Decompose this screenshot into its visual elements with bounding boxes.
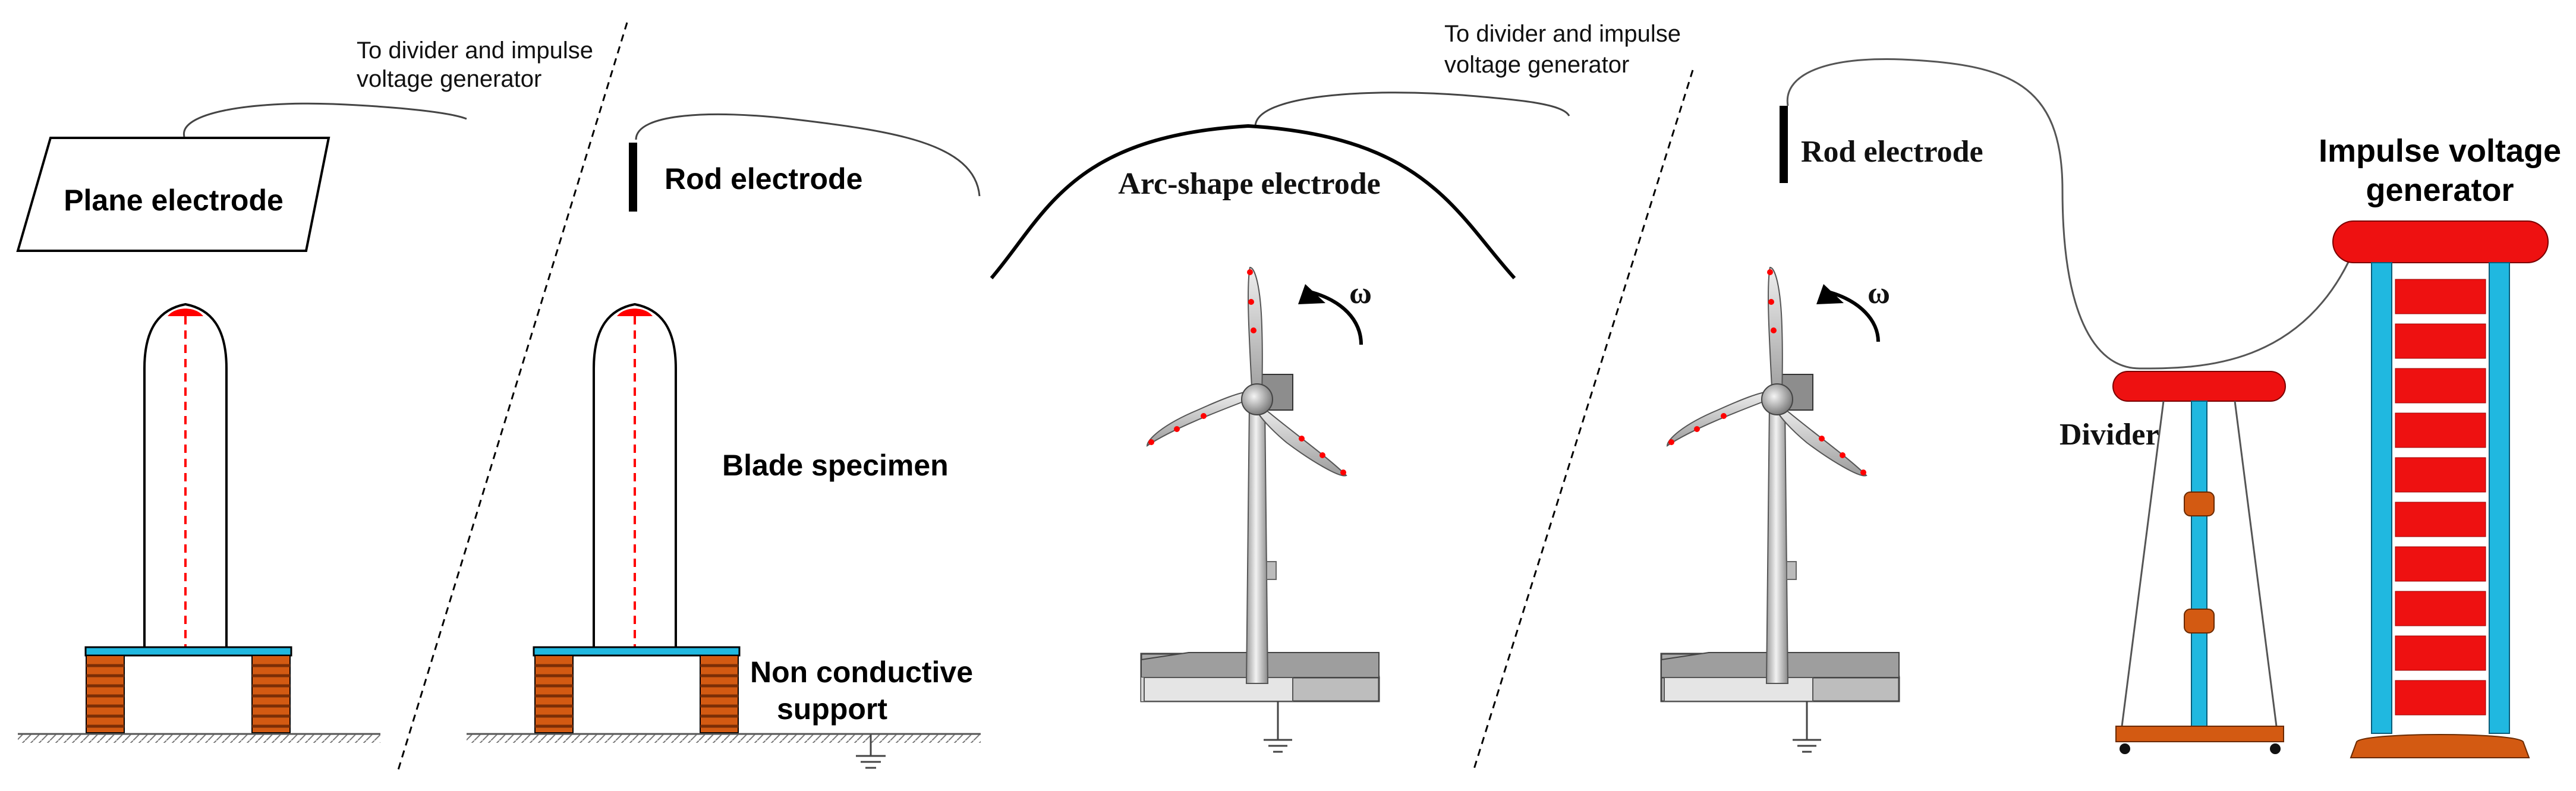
blade-specimen xyxy=(143,302,228,650)
rod-electrode xyxy=(1780,106,1788,183)
impulse-voltage-generator xyxy=(2332,220,2549,758)
rod-electrode-label: Rod electrode xyxy=(665,162,862,196)
rod-electrode-label: Rod electrode xyxy=(1801,135,1983,169)
omega-label: ω xyxy=(1868,276,1890,310)
wind-turbine-icon xyxy=(1140,266,1380,702)
ground-symbol-icon xyxy=(1264,701,1292,753)
generator-base xyxy=(2350,734,2530,758)
rotation-arrow-icon xyxy=(1298,284,1363,345)
omega-label: ω xyxy=(1349,276,1372,310)
blade-specimen-label: Blade specimen xyxy=(722,449,949,482)
panel-arc-electrode-turbine: Arc-shape electrode ω xyxy=(990,92,1570,753)
support-platform xyxy=(84,646,292,657)
receptor-tip xyxy=(168,308,203,316)
plane-electrode xyxy=(16,137,330,252)
ground-plane xyxy=(467,733,981,743)
generator-connection-label-line1: To divider and impulse xyxy=(357,37,593,64)
non-conductive-support-label-line2: support xyxy=(777,692,887,726)
generator-capacitor-stages xyxy=(2395,279,2486,716)
lead-wire xyxy=(1254,92,1570,127)
divider-label: Divider xyxy=(2059,418,2159,452)
lead-wire xyxy=(635,113,981,197)
divider-top-electrode xyxy=(2112,371,2286,402)
divider-base xyxy=(2115,726,2284,742)
connection-wire xyxy=(1786,58,2358,370)
non-conductive-support-label-line1: Non conductive xyxy=(750,656,973,689)
rotation-arrow-icon xyxy=(1816,284,1880,342)
panel-separator xyxy=(396,22,628,774)
divider-column xyxy=(2191,401,2207,729)
wind-turbine-icon xyxy=(1660,266,1900,702)
insulator-left xyxy=(86,655,125,733)
insulator-left xyxy=(534,655,574,733)
generator-column-right xyxy=(2489,262,2510,734)
receptor-tip xyxy=(617,308,653,316)
plane-electrode-label: Plane electrode xyxy=(64,184,284,217)
panel-rod-turbine-generator: Rod electrode ω xyxy=(1660,58,2561,758)
support-platform xyxy=(533,646,741,657)
generator-column-left xyxy=(2371,262,2392,734)
insulator-right xyxy=(700,655,739,733)
voltage-divider xyxy=(2112,371,2286,754)
rod-electrode xyxy=(629,143,637,212)
arc-shape-electrode xyxy=(990,124,1516,280)
panel-plane-electrode: To divider and impulse voltage generator… xyxy=(16,37,593,743)
generator-connection-label-line2: voltage generator xyxy=(357,66,541,92)
generator-top-electrode xyxy=(2332,220,2549,263)
blade-specimen xyxy=(593,302,677,650)
generator-connection-label-line2: voltage generator xyxy=(1444,52,1629,78)
impulse-generator-label-line2: generator xyxy=(2366,172,2514,208)
generator-connection-label-line1: To divider and impulse xyxy=(1444,21,1681,47)
ground-symbol-icon xyxy=(1793,701,1821,753)
impulse-generator-label-line1: Impulse voltage xyxy=(2319,133,2561,169)
panel-separator xyxy=(1472,70,1694,773)
ground-symbol-icon xyxy=(856,735,886,769)
lead-wire xyxy=(183,102,467,137)
ground-plane xyxy=(18,733,380,743)
arc-shape-electrode-label: Arc-shape electrode xyxy=(1118,167,1380,201)
insulator-right xyxy=(251,655,291,733)
panel-rod-electrode-blade: Rod electrode Blade specimen xyxy=(467,113,981,769)
